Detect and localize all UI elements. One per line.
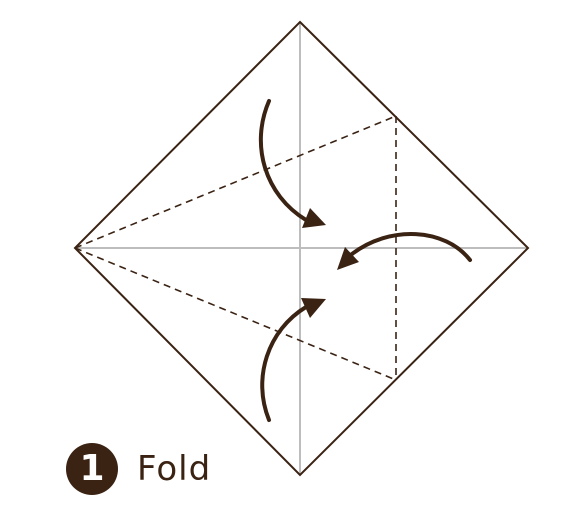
curved-arrow-icon bbox=[260, 298, 326, 422]
step-number-badge: 1 bbox=[66, 443, 118, 495]
fold-line-upper bbox=[74, 115, 397, 249]
step-instruction: Fold bbox=[137, 449, 212, 489]
curved-arrow-icon bbox=[258, 99, 326, 228]
paper-square bbox=[73, 20, 530, 477]
curved-arrow-icon bbox=[337, 232, 472, 270]
fold-line-lower bbox=[74, 247, 397, 381]
